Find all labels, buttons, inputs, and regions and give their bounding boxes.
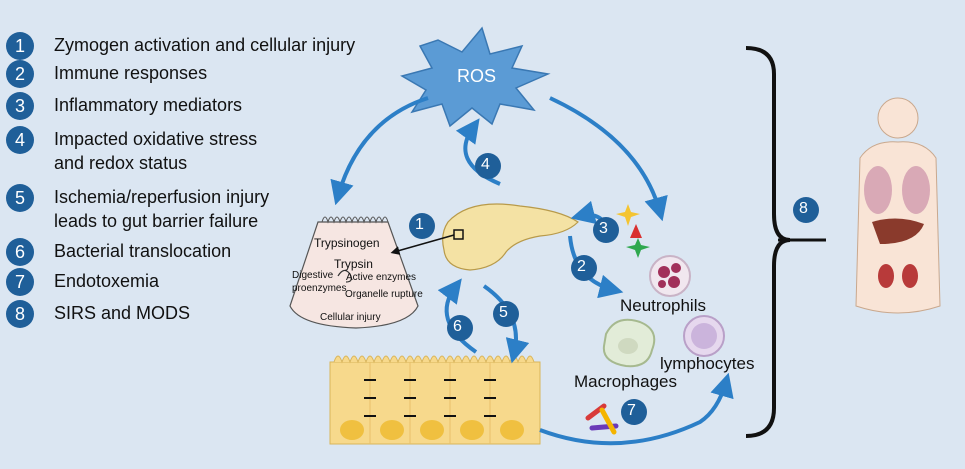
ros-starburst [400, 26, 551, 128]
trypsin-label: Trypsin [334, 257, 373, 271]
badge-4 [475, 153, 501, 179]
badge-5 [493, 301, 519, 327]
tight-junctions [364, 379, 496, 417]
badge-3 [593, 217, 619, 243]
legend-text-2: Immune responses [54, 63, 208, 83]
legend-number-3: 3 [6, 92, 34, 120]
legend-text-4b: and redox status [54, 153, 188, 173]
lungs-right [902, 166, 930, 214]
curly-bracket [745, 46, 791, 438]
badge-6 [447, 315, 473, 341]
acinar-microvilli [321, 216, 389, 224]
badge-7-number: 7 [627, 402, 636, 419]
badge-8-number: 8 [799, 200, 808, 217]
cellular-injury-label: Cellular injury [320, 312, 381, 323]
endotoxin-icon [585, 403, 619, 435]
legend-number-6: 6 [6, 238, 34, 266]
lymphocytes-label: lymphocytes [660, 354, 755, 373]
human-body [855, 97, 941, 314]
badge-1-number: 1 [415, 216, 424, 233]
gut-nuclei [340, 420, 524, 440]
neutrophils-label: Neutrophils [620, 296, 706, 315]
active-enzymes-label: Active enzymes [346, 272, 417, 283]
gut-microvilli [333, 355, 535, 364]
macrophage-cell [602, 318, 656, 368]
liver [872, 218, 924, 244]
badge-6-number: 6 [453, 318, 462, 335]
pancreas [442, 203, 579, 271]
legend-text-6: Bacterial translocation [54, 241, 232, 261]
arrow-ros-to-neutrophils [549, 96, 668, 222]
mediator-cross-icon [626, 238, 650, 258]
arrow-pancreas-to-ros [455, 118, 501, 186]
badge-2-number: 2 [577, 258, 586, 275]
legend-number-7: 7 [6, 268, 34, 296]
mediator-star-icon [616, 204, 640, 226]
badge-7 [621, 399, 647, 425]
proenzymes-label: proenzymes [292, 283, 347, 294]
macrophages-label: Macrophages [574, 372, 678, 391]
badge-8 [793, 197, 819, 223]
pancreas-focus-box [453, 229, 464, 240]
organelle-rupture-label: Organelle rupture [345, 289, 423, 300]
kidney-left [878, 264, 894, 288]
legend-text-4: Impacted oxidative stress [54, 129, 258, 149]
legend-number-1: 1 [6, 32, 34, 60]
legend-text-8: SIRS and MODS [54, 303, 191, 323]
lungs-left [864, 166, 892, 214]
badge-4-number: 4 [481, 156, 490, 173]
acinar-cell-shape [289, 221, 419, 329]
badge-2 [571, 255, 597, 281]
neutrophil-cell [649, 255, 691, 297]
badge-3-number: 3 [599, 220, 608, 237]
trypsinogen-label: Trypsinogen [314, 236, 380, 250]
pancreas-to-acinar-pointer [390, 234, 455, 255]
kidney-right [902, 264, 918, 288]
arrow-ros-to-acinar [330, 96, 429, 206]
legend-number-8: 8 [6, 300, 34, 328]
legend-number-4: 4 [6, 126, 34, 154]
mediator-cone-icon [630, 224, 642, 238]
trypsin-activation-curl [337, 269, 352, 283]
legend-text-7: Endotoxemia [54, 271, 160, 291]
legend-text-3: Inflammatory mediators [54, 95, 243, 115]
ros-label: ROS [457, 66, 497, 86]
arrow-gut-to-pancreas [437, 278, 478, 354]
badge-5-number: 5 [499, 304, 508, 321]
arrow-gut-to-immune [539, 372, 734, 446]
legend-number-2: 2 [6, 60, 34, 88]
legend-text-5b: leads to gut barrier failure [54, 211, 259, 231]
legend-number-5: 5 [6, 184, 34, 212]
gut-cell-dividers [369, 362, 491, 444]
digestive-label: Digestive [292, 270, 334, 281]
legend-text-1: Zymogen activation and cellular injury [54, 35, 356, 55]
badge-1 [409, 213, 435, 239]
legend-text-5: Ischemia/reperfusion injury [54, 187, 270, 207]
lymphocyte-cell [683, 315, 725, 357]
